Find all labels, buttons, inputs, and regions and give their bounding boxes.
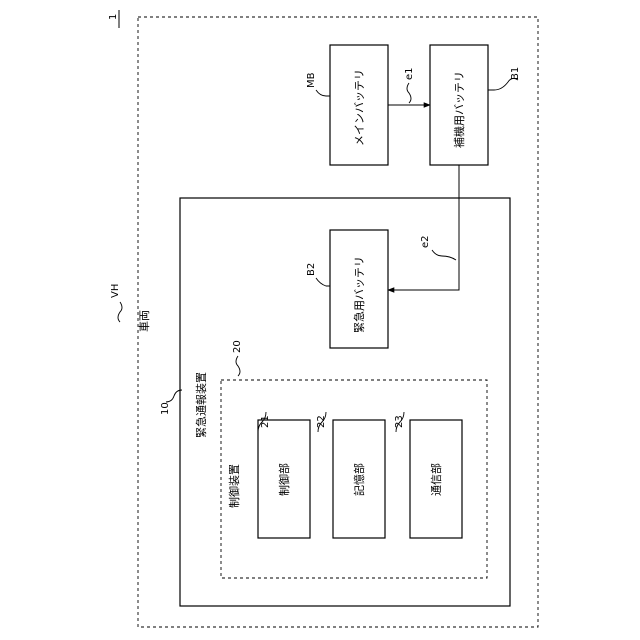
storage-unit-block: 記憶部 <box>333 420 385 538</box>
comm-unit-block: 通信部 <box>410 420 462 538</box>
control-device-ref: 20 <box>232 340 243 376</box>
storage-unit-ref: 22 <box>316 412 327 432</box>
svg-text:e1: e1 <box>404 67 415 80</box>
svg-text:VH: VH <box>110 284 121 298</box>
emergency-battery-ref: B2 <box>306 263 330 286</box>
svg-text:B1: B1 <box>510 67 521 80</box>
svg-text:メインバッテリ: メインバッテリ <box>353 69 366 146</box>
aux-battery-ref: B1 <box>488 67 521 90</box>
svg-text:制御部: 制御部 <box>277 463 291 496</box>
vehicle-label: 車両 <box>137 310 151 332</box>
svg-text:20: 20 <box>232 340 243 353</box>
svg-text:補機用バッテリ: 補機用バッテリ <box>452 71 466 148</box>
svg-text:1: 1 <box>108 14 119 20</box>
vehicle-ref-label: VH <box>110 284 122 322</box>
control-unit-block: 制御部 <box>258 420 310 538</box>
svg-text:記憶部: 記憶部 <box>352 463 366 496</box>
power-line-e1-label: e1 <box>404 67 415 103</box>
aux-battery-block: 補機用バッテリ <box>430 45 488 165</box>
svg-text:通信部: 通信部 <box>429 463 443 496</box>
emergency-battery-block: 緊急用バッテリ <box>330 230 388 348</box>
svg-text:B2: B2 <box>306 263 317 276</box>
control-device-label: 制御装置 <box>227 464 241 508</box>
emergency-device-label: 緊急通報装置 <box>194 372 208 438</box>
comm-unit-ref: 23 <box>394 412 405 432</box>
main-battery-block: メインバッテリ <box>330 45 388 165</box>
svg-text:緊急用バッテリ: 緊急用バッテリ <box>352 256 366 333</box>
main-battery-ref: MB <box>306 72 330 96</box>
svg-text:e2: e2 <box>420 235 431 248</box>
emergency-device-ref: 10 <box>160 390 182 415</box>
svg-text:MB: MB <box>306 72 317 88</box>
power-line-e2-label: e2 <box>420 235 456 260</box>
power-line-e2 <box>388 165 459 290</box>
svg-text:10: 10 <box>160 402 171 415</box>
figure-number: 1 <box>108 10 119 28</box>
